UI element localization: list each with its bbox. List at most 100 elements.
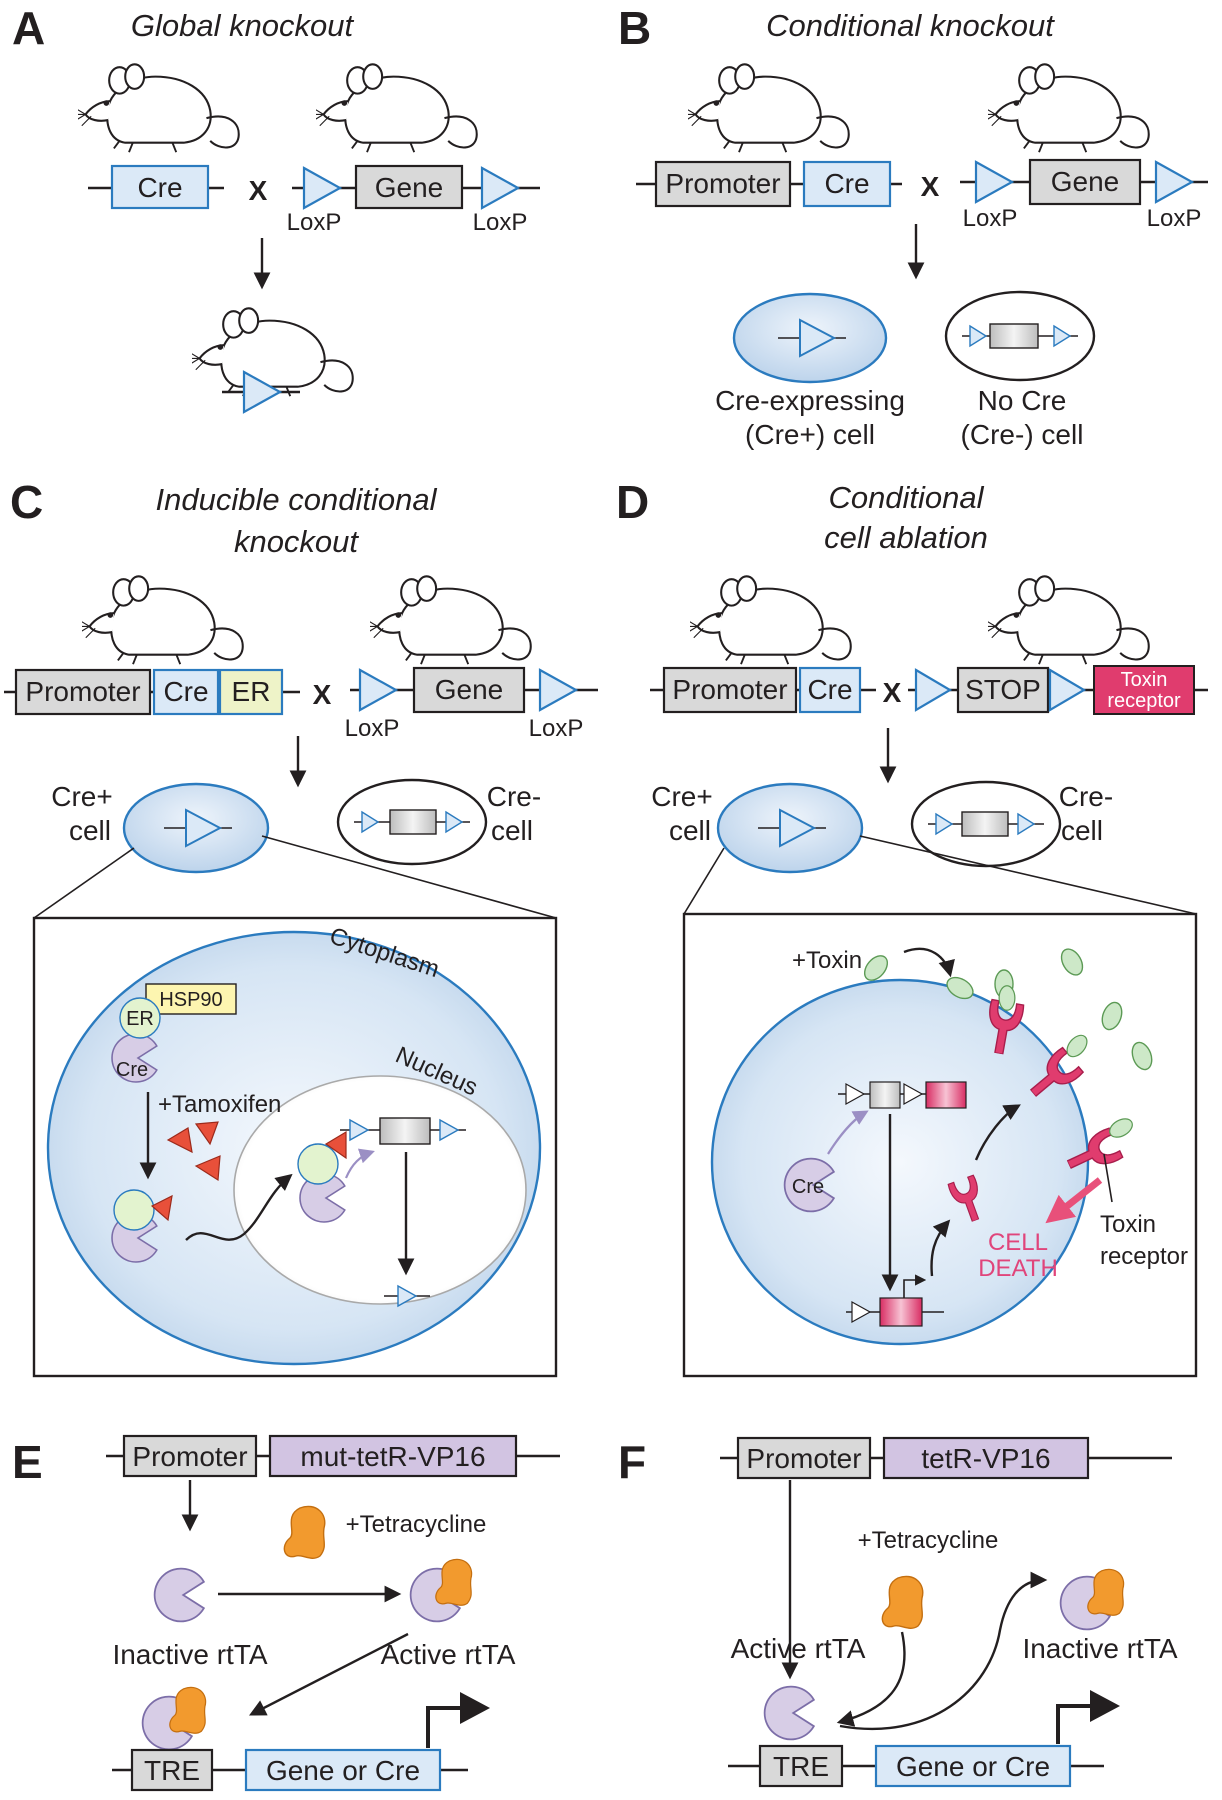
tamoxifen-icon <box>194 1155 221 1182</box>
transcription-arrow-icon <box>903 1274 927 1298</box>
toxin-receptor-box <box>1093 665 1195 715</box>
loxp-label: LoxP <box>1147 205 1202 232</box>
tre-box <box>130 1748 214 1792</box>
transgene-label: tetR-VP16 <box>921 1443 1050 1474</box>
cre-label: Cre <box>824 168 869 199</box>
panel-a: A Global knockout Cre X Gene LoxP LoxP <box>12 2 540 414</box>
panel-b-title: Conditional knockout <box>766 8 1055 43</box>
arrow <box>974 1104 1021 1161</box>
panel-b-letter: B <box>618 2 651 54</box>
er-circle <box>113 1189 155 1231</box>
panel-f: F Promoter tetR-VP16 +Tetracycline Activ… <box>618 1436 1178 1788</box>
recombination-arrow <box>827 1110 869 1155</box>
panel-d: D Conditional cell ablation Promoter Cre… <box>616 476 1208 1378</box>
er-circle <box>119 997 161 1039</box>
tetracycline-label: +Tetracycline <box>858 1527 999 1554</box>
er-label: ER <box>232 676 271 707</box>
stop-box <box>956 666 1050 714</box>
promoter-box <box>736 1436 872 1480</box>
tre-box <box>758 1744 844 1788</box>
leader-line <box>1103 1153 1113 1203</box>
promoter-box <box>14 668 152 716</box>
transport-arrow <box>185 1173 293 1241</box>
promoter-box <box>654 160 792 208</box>
cre-label: Cre <box>792 1176 824 1198</box>
transcription-arrow-icon <box>1090 1690 1120 1722</box>
promoter-label: Promoter <box>672 674 787 705</box>
promoter-label: Promoter <box>746 1443 861 1474</box>
cre-negative-label: cell <box>491 815 533 846</box>
promoter-box <box>122 1434 258 1478</box>
loxp-triangle-icon <box>914 668 953 712</box>
toxin-receptor-callout: receptor <box>1100 1243 1188 1270</box>
tamoxifen-icon <box>194 1121 219 1146</box>
zoom-line <box>261 835 557 919</box>
active-rtta-label: Active rtTA <box>381 1639 516 1670</box>
tre-label: TRE <box>144 1755 200 1786</box>
gene-box <box>412 666 526 714</box>
cre-negative-label: (Cre-) cell <box>961 419 1084 450</box>
cell-death-label: DEATH <box>978 1255 1058 1282</box>
loxp-triangle-icon <box>1154 160 1195 204</box>
arrow <box>903 947 955 978</box>
cell-death-label: CELL <box>988 1229 1048 1256</box>
loxp-triangle-icon <box>903 1082 924 1106</box>
mouse-icon <box>690 575 852 666</box>
cross-symbol: X <box>249 175 268 206</box>
arrow <box>930 1219 951 1277</box>
mouse-icon <box>82 575 244 666</box>
loxp-triangle-icon <box>349 1118 370 1142</box>
promoter-box <box>662 666 798 714</box>
loxp-triangle-icon <box>799 318 837 358</box>
stop-box <box>869 1081 901 1109</box>
cre-label: Cre <box>116 1059 148 1081</box>
gene-box <box>989 323 1039 349</box>
panel-b: B Conditional knockout Promoter Cre X Ge… <box>618 2 1208 450</box>
death-arrow <box>1045 1177 1103 1224</box>
tetracycline-icon <box>283 1505 326 1559</box>
target-gene-box <box>874 1744 1072 1788</box>
cre-positive-label: cell <box>69 815 111 846</box>
mouse-icon <box>988 575 1150 666</box>
loxp-triangle-icon <box>358 668 399 712</box>
gene-label: Gene <box>1051 166 1120 197</box>
panel-f-letter: F <box>618 1436 646 1488</box>
target-gene-label: Gene or Cre <box>266 1755 420 1786</box>
toxin-receptor-callout: Toxin <box>1100 1211 1156 1238</box>
hsp90-box <box>145 983 237 1015</box>
tamoxifen-icon <box>166 1127 193 1154</box>
mouse-icon <box>78 63 240 154</box>
loxp-label: LoxP <box>473 209 528 236</box>
cre-positive-label: Cre+ <box>51 781 112 812</box>
cre-box <box>798 666 862 714</box>
gene-box <box>379 1117 431 1145</box>
loxp-triangle-icon <box>538 668 579 712</box>
target-gene-label: Gene or Cre <box>896 1751 1050 1782</box>
panel-c: C Inducible conditional knockout Promote… <box>4 476 598 1378</box>
arrow <box>836 1631 906 1727</box>
panel-e: E Promoter mut-tetR-VP16 +Tetracycline I… <box>12 1434 560 1792</box>
mouse-icon <box>192 307 354 398</box>
loxp-triangle-icon <box>480 166 521 210</box>
panel-a-title: Global knockout <box>131 8 355 43</box>
loxp-triangle-icon <box>1017 812 1036 836</box>
cre-positive-label: (Cre+) cell <box>745 419 875 450</box>
cre-negative-label: cell <box>1061 815 1103 846</box>
loxp-triangle-icon <box>445 810 464 834</box>
panel-a-letter: A <box>12 2 45 54</box>
target-gene-box <box>244 1748 442 1792</box>
inactive-rtta-label: Inactive rtTA <box>112 1639 267 1670</box>
panel-c-title: knockout <box>234 524 359 559</box>
er-circle <box>297 1143 339 1185</box>
transgene-label: mut-tetR-VP16 <box>300 1441 485 1472</box>
panel-d-letter: D <box>616 476 649 528</box>
transcription-arrow-icon <box>460 1692 490 1724</box>
tamoxifen-icon <box>150 1194 173 1222</box>
cre-protein-icon <box>153 1567 205 1623</box>
toxin-receptor-box <box>879 1297 923 1327</box>
hsp90-label: HSP90 <box>159 989 222 1011</box>
loxp-triangle-icon <box>935 812 954 836</box>
zoom-line <box>859 835 1197 915</box>
cre-negative-label: No Cre <box>978 385 1067 416</box>
